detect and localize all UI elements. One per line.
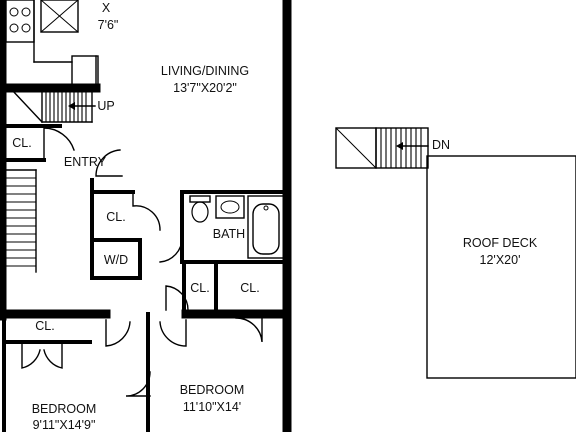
stair-outline [375,127,429,169]
living-dining-dimensions: 13'7"X20'2" [173,81,237,95]
bedroom-door-swing [125,371,151,397]
refrigerator [40,0,79,33]
bedroom-right-label: BEDROOM [180,383,245,397]
bath-door-swing [159,237,183,263]
down-label: DN [432,138,450,152]
staircase-down [1,169,37,273]
stove [5,0,35,43]
bathtub-basin [252,203,280,255]
closet-door-swing [132,191,161,231]
entry-door-swing [95,149,123,177]
closet-door-swing [165,285,189,311]
closet-door-swing [43,127,75,161]
closet-label-hall: CL. [106,210,125,224]
entry-label: ENTRY [64,155,107,169]
burner [21,23,31,33]
bedroom-door-swing [105,319,131,347]
closet-door-swing [43,341,63,369]
sink [220,200,240,214]
closet-label-entry: CL. [12,136,31,150]
staircase-up [11,89,96,123]
closet-door-swing [235,317,263,343]
roof-deck-outline [426,155,576,379]
bathtub [247,195,285,259]
kitchen [0,0,101,93]
top-room-dimensions: 7'6" [98,18,119,32]
top-room-fragment: X [102,1,111,15]
fridge-diagonal [40,0,79,33]
bedroom-door-swing [159,319,187,347]
kitchen-island [71,55,99,87]
roof-deck-plan: DN ROOF DECK 12'X20' [335,127,576,379]
stair-arrow-icon [396,142,403,150]
bedroom-right-dimensions: 11'10"X14' [183,400,241,414]
hatch-diagonal [335,127,377,169]
up-label: UP [97,99,114,113]
toilet [191,201,209,223]
bedroom-left-label: BEDROOM [32,402,97,416]
living-dining-label: LIVING/DINING [161,64,249,78]
closet-door-swing [21,341,41,369]
roof-deck-label: ROOF DECK [463,236,538,250]
vanity [215,195,245,219]
stair-break-line [11,89,43,123]
roof-staircase [375,127,429,169]
washer-dryer-label: W/D [104,253,128,267]
burner [9,23,19,33]
burner [21,7,31,17]
toilet-tank [189,195,211,203]
stair-arrow-icon [68,102,75,110]
bath-label: BATH [213,227,245,241]
closet-label-bedroom: CL. [35,319,54,333]
burner [9,7,19,17]
apartment-floor: X 7'6" LIVING/DINING 13'7"X20'2" UP [0,0,292,432]
drain-icon [263,205,269,211]
roof-deck-dimensions: 12'X20' [480,253,521,267]
bedroom-left-dimensions: 9'11"X14'9" [33,418,96,432]
closet-label-center: CL. [190,281,209,295]
closet-label-right: CL. [240,281,259,295]
